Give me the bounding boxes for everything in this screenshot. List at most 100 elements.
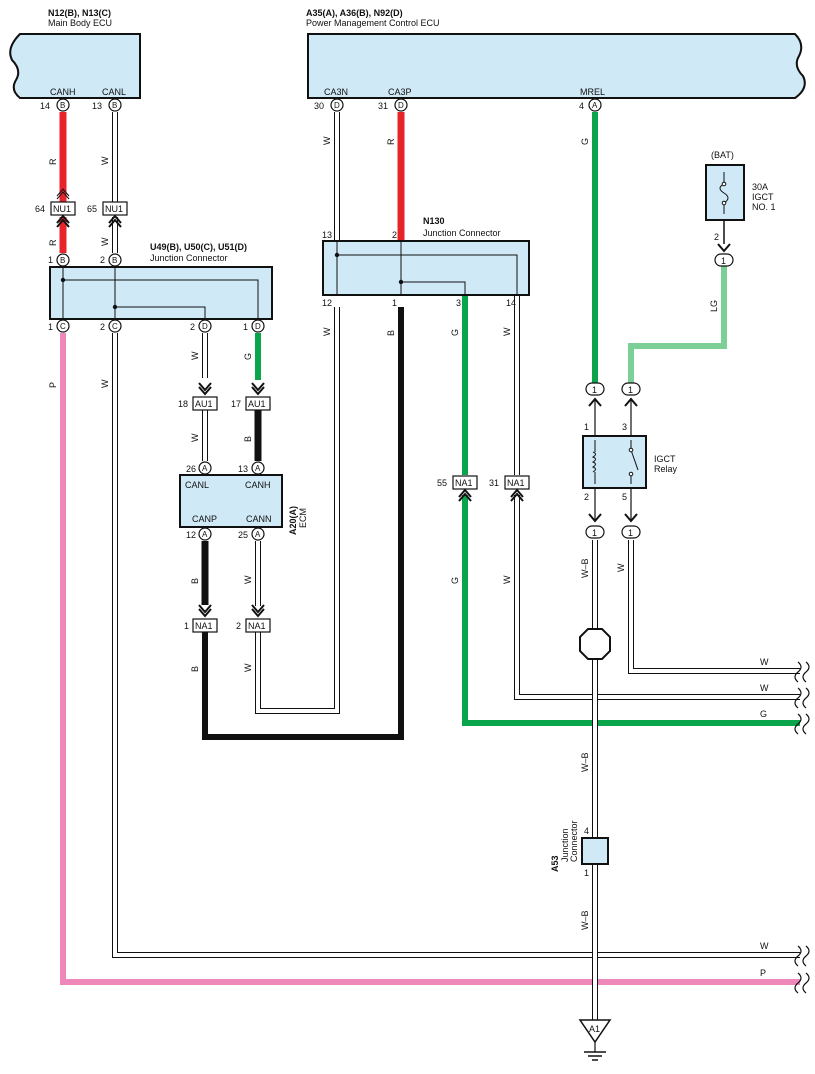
pin-num: 2 — [190, 322, 195, 332]
wire-color-label: B — [190, 578, 200, 584]
fuse-label: NO. 1 — [752, 202, 776, 212]
pin-letter: D — [202, 322, 208, 331]
pin-letter: A — [592, 101, 598, 110]
main-body-ecu-subtitle: Main Body ECU — [48, 18, 112, 28]
junction-title: A53 — [550, 855, 560, 872]
pin-circle — [198, 461, 212, 475]
connector-num: 65 — [87, 204, 97, 214]
wire-color-label: W — [760, 683, 769, 693]
pin-mrel-label: MREL — [580, 87, 605, 97]
pin-circle — [330, 98, 344, 112]
wire-color-label: W — [322, 327, 332, 336]
wire-color-label: W — [100, 379, 110, 388]
ecm-subtitle: ECM — [298, 508, 308, 528]
relay-pin: 5 — [622, 492, 627, 502]
pin-circle — [394, 98, 408, 112]
relay-label: IGCT — [654, 454, 676, 464]
main-body-ecu-title: N12(B), N13(C) — [48, 8, 111, 18]
pin-num: 2 — [100, 322, 105, 332]
pin-letter: A — [255, 464, 261, 473]
pin-num: 1 — [243, 322, 248, 332]
wire-color-label: P — [760, 968, 766, 978]
wire-color-label: LG — [709, 300, 719, 312]
wire-color-label: W — [502, 575, 512, 584]
wire-color-label: W — [190, 433, 200, 442]
connector-num: 18 — [178, 399, 188, 409]
pin-num: 12 — [322, 298, 332, 308]
pin-num: 30 — [314, 101, 324, 111]
pin-num: 4 — [579, 101, 584, 111]
igct-relay: 1 1 1 3 IGCT Relay 2 5 1 1 — [582, 382, 678, 539]
wire-color-label: W — [100, 156, 110, 165]
wire-color-label: B — [386, 330, 396, 336]
connector-nu1-65: NU1 65 — [87, 201, 128, 228]
wire-labels-top: R W R W W R G LG — [48, 136, 719, 312]
junction-connector-n130: N130 Junction Connector 13 2 12 1 3 14 — [322, 216, 530, 308]
pin-num-14: 14 — [40, 101, 50, 111]
pin-circle — [56, 98, 70, 112]
pin-num-13: 13 — [92, 101, 102, 111]
ecm-title: A20(A) — [288, 506, 298, 535]
pin-num: 1 — [392, 298, 397, 308]
pm-ecu-title: A35(A), A36(B), N92(D) — [306, 8, 403, 18]
pin-num: 13 — [238, 464, 248, 474]
pin-canh-label: CANH — [50, 87, 76, 97]
pin-num: 12 — [186, 530, 196, 540]
pin-num: 26 — [186, 464, 196, 474]
fuse-label: IGCT — [752, 192, 774, 202]
pin-circle — [251, 461, 265, 475]
wire-color-label: W–B — [580, 910, 590, 930]
wire-color-label: G — [450, 577, 460, 584]
wire-canp-black — [201, 307, 404, 740]
wire-color-label: G — [450, 329, 460, 336]
pin-num: 25 — [238, 530, 248, 540]
pin-letter: A — [255, 530, 261, 539]
pin-label: CANP — [192, 514, 217, 524]
wire-color-label: R — [48, 158, 58, 165]
wire-labels-mid: P W W G W B — [48, 351, 253, 442]
pin-letter: A — [202, 464, 208, 473]
relay-pin: 2 — [584, 492, 589, 502]
connector-label: NA1 — [507, 478, 525, 488]
wire-color-label: R — [386, 138, 396, 145]
relay-conn: 1 — [628, 385, 633, 395]
splice-octagon — [579, 628, 611, 660]
wire-cann-white — [255, 307, 340, 714]
pin-letter: C — [112, 322, 118, 331]
wire-color-label: W — [100, 237, 110, 246]
connector-label: NU1 — [53, 204, 71, 214]
pin-circle — [251, 527, 265, 541]
power-management-ecu: A35(A), A36(B), N92(D) Power Management … — [306, 8, 806, 112]
relay-pin: 1 — [584, 422, 589, 432]
wire-color-label: W — [502, 327, 512, 336]
pin-letter: B — [60, 101, 65, 110]
fuse-source: (BAT) — [711, 150, 734, 160]
connector-num: 1 — [184, 621, 189, 631]
relay-conn: 1 — [592, 528, 597, 538]
wire-color-label: W — [243, 663, 253, 672]
pin-num: 3 — [456, 298, 461, 308]
wire-labels-n130: W B G W G W — [322, 327, 512, 584]
wire-lg — [628, 266, 727, 383]
junction-connector-a53: 4 1 A53 Junction Connector — [550, 820, 609, 878]
connector-na1-1: NA1 1 — [184, 604, 218, 633]
junction-title: N130 — [423, 216, 445, 226]
pm-ecu-subtitle: Power Management Control ECU — [306, 18, 440, 28]
main-body-ecu: N12(B), N13(C) Main Body ECU CANH CANL 1… — [9, 8, 141, 112]
connector-num: 2 — [236, 621, 241, 631]
wire-color-label: W — [190, 351, 200, 360]
pin-circle — [198, 527, 212, 541]
wire-color-label: W–B — [580, 558, 590, 578]
relay-conn: 1 — [592, 385, 597, 395]
wire-color-label: W–B — [580, 752, 590, 772]
relay-label: Relay — [654, 464, 678, 474]
break-marks — [794, 661, 810, 994]
wire-color-label: W — [760, 941, 769, 951]
pin-num: 1 — [48, 255, 53, 265]
connector-num: 64 — [35, 204, 45, 214]
wire-w-bottom — [112, 333, 800, 958]
fuse-conn: 1 — [721, 256, 726, 266]
junction-subtitle: Connector — [569, 820, 579, 862]
connector-na1-2: NA1 2 — [236, 604, 271, 633]
